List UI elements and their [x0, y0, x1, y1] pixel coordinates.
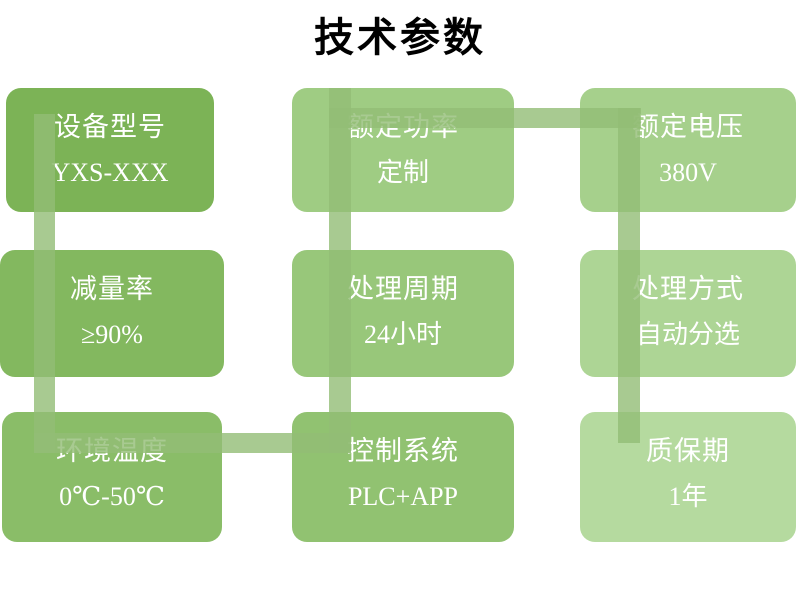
card-value: 定制: [376, 158, 429, 187]
card-label: 额定电压: [632, 112, 744, 142]
card-value: YXS-XXX: [51, 158, 169, 187]
card-value: PLC+APP: [347, 482, 459, 511]
card-value: 380V: [659, 158, 717, 187]
card-label: 处理方式: [632, 274, 744, 304]
card-processing-cycle: 处理周期 24小时: [292, 250, 514, 377]
connector-segment-col1-down: [34, 114, 55, 453]
card-control-system: 控制系统 PLC+APP: [292, 412, 514, 542]
connector-segment-col2-up: [329, 88, 351, 453]
card-processing-mode: 处理方式 自动分选: [580, 250, 796, 377]
card-value: 0℃-50℃: [59, 482, 165, 511]
connector-segment-bottom-right: [34, 433, 351, 453]
card-label: 控制系统: [347, 436, 459, 466]
card-value: 自动分选: [635, 320, 740, 349]
card-value: ≥90%: [81, 320, 143, 349]
card-rated-power: 额定功率 定制: [292, 88, 514, 212]
connector-segment-col3-down: [618, 108, 640, 443]
card-value: 1年: [668, 482, 708, 511]
card-warranty: 质保期 1年: [580, 412, 796, 542]
card-label: 处理周期: [347, 274, 459, 304]
card-rated-voltage: 额定电压 380V: [580, 88, 796, 212]
card-label: 质保期: [646, 436, 730, 466]
card-label: 设备型号: [54, 112, 166, 142]
page-title: 技术参数: [314, 16, 486, 60]
card-value: 24小时: [363, 320, 442, 349]
connector-segment-top-right: [329, 108, 641, 128]
card-label: 减量率: [70, 274, 154, 304]
